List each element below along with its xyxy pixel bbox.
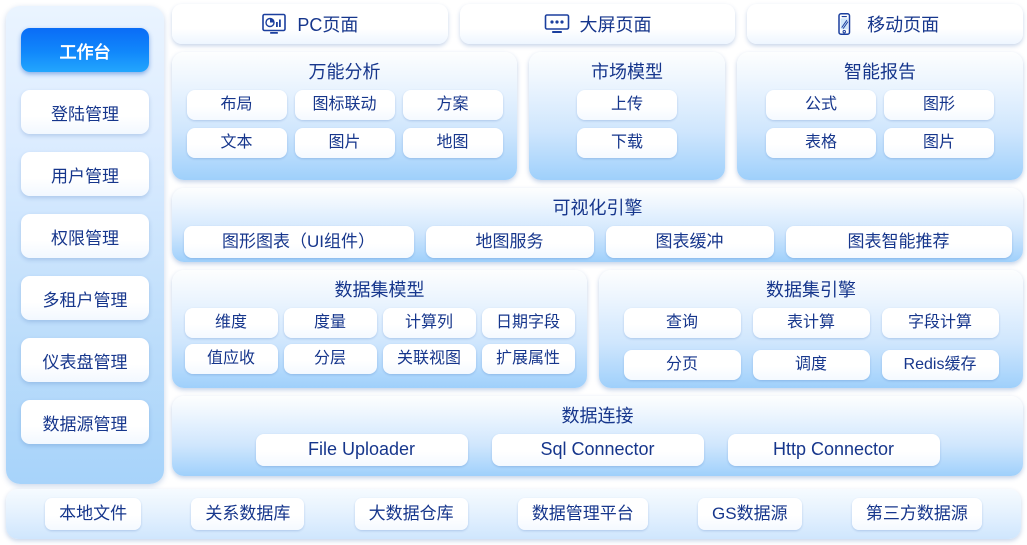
chip-related-view[interactable]: 关联视图 [382, 344, 476, 374]
panel-title: 智能报告 [844, 62, 916, 82]
datasource-bar: 本地文件 关系数据库 大数据仓库 数据管理平台 GS数据源 第三方数据源 [6, 489, 1021, 539]
sidebar-item-label: 权限管理 [51, 228, 119, 248]
chip-value-receivable[interactable]: 值应收 [184, 344, 278, 374]
sidebar-item-label: 数据源管理 [42, 414, 128, 434]
panel-market-model: 市场模型 上传 下载 [529, 52, 725, 180]
chip-local-file[interactable]: 本地文件 [45, 498, 142, 530]
panel-title: 可视化引擎 [552, 198, 643, 218]
sidebar-item-label: 多租户管理 [42, 290, 128, 310]
chip-download[interactable]: 下载 [577, 128, 677, 158]
panel-title: 数据集模型 [334, 280, 425, 300]
panel-items: 查询 表计算 字段计算 分页 调度 Redis缓存 [609, 308, 1013, 380]
chip-scheduling[interactable]: 调度 [752, 350, 870, 380]
panel-data-connection: 数据连接 File Uploader Sql Connector Http Co… [172, 396, 1023, 476]
chip-query[interactable]: 查询 [623, 308, 741, 338]
chip-file-uploader[interactable]: File Uploader [255, 434, 468, 466]
chip-relational-database[interactable]: 关系数据库 [191, 498, 305, 530]
panel-smart-report: 智能报告 公式 图形 表格 图片 [737, 52, 1023, 180]
chip-table[interactable]: 表格 [766, 128, 876, 158]
mobile-phone-icon [831, 13, 857, 35]
chip-sql-connector[interactable]: Sql Connector [491, 434, 704, 466]
panel-items: 布局 图标联动 方案 文本 图片 地图 [182, 90, 507, 158]
sidebar: 工作台 登陆管理 用户管理 权限管理 多租户管理 仪表盘管理 数据源管理 [6, 6, 164, 484]
tab-mobile-page[interactable]: 移动页面 [747, 4, 1024, 44]
sidebar-item-label: 工作台 [59, 42, 111, 62]
chip-pagination[interactable]: 分页 [623, 350, 741, 380]
panel-items: File Uploader Sql Connector Http Connect… [182, 434, 1013, 466]
big-screen-icon [544, 13, 570, 35]
application-layer-row: 万能分析 布局 图标联动 方案 文本 图片 地图 市场模型 上传 下载 智能 [172, 52, 1023, 180]
chip-ui-components[interactable]: 图形图表（UI组件） [183, 226, 414, 258]
panel-visual-engine: 可视化引擎 图形图表（UI组件） 地图服务 图表缓冲 图表智能推荐 [172, 188, 1023, 262]
chip-picture[interactable]: 图片 [884, 128, 994, 158]
panel-items: 图形图表（UI组件） 地图服务 图表缓冲 图表智能推荐 [182, 226, 1013, 258]
chip-text[interactable]: 文本 [186, 128, 287, 158]
chip-http-connector[interactable]: Http Connector [727, 434, 940, 466]
chip-measure[interactable]: 度量 [283, 308, 377, 338]
chip-map[interactable]: 地图 [402, 128, 503, 158]
chip-layout[interactable]: 布局 [186, 90, 287, 120]
panel-items: 上传 下载 [539, 90, 715, 158]
main-content: PC页面 大屏页面 [172, 4, 1024, 476]
tab-big-screen-page[interactable]: 大屏页面 [459, 4, 736, 44]
chip-table-calculation[interactable]: 表计算 [752, 308, 870, 338]
panel-items: 公式 图形 表格 图片 [747, 90, 1013, 158]
dataset-layer-row: 数据集模型 维度 度量 计算列 日期字段 值应收 分层 关联视图 扩展属性 数据… [172, 270, 1023, 388]
chip-third-party-datasource[interactable]: 第三方数据源 [851, 498, 982, 530]
chip-data-management-platform[interactable]: 数据管理平台 [517, 498, 648, 530]
sidebar-item-permission-management[interactable]: 权限管理 [21, 214, 149, 258]
sidebar-item-label: 用户管理 [51, 166, 119, 186]
chip-map-service[interactable]: 地图服务 [425, 226, 594, 258]
sidebar-item-datasource-management[interactable]: 数据源管理 [21, 400, 149, 444]
chip-hierarchy[interactable]: 分层 [283, 344, 377, 374]
sidebar-item-multi-tenant-management[interactable]: 多租户管理 [21, 276, 149, 320]
chip-extended-attribute[interactable]: 扩展属性 [481, 344, 575, 374]
sidebar-item-label: 仪表盘管理 [42, 352, 128, 372]
sidebar-item-login-management[interactable]: 登陆管理 [21, 90, 149, 134]
chip-dimension[interactable]: 维度 [184, 308, 278, 338]
sidebar-item-label: 登陆管理 [51, 104, 119, 124]
tab-pc-page[interactable]: PC页面 [172, 4, 448, 44]
page-type-tabs: PC页面 大屏页面 [172, 4, 1024, 44]
panel-title: 万能分析 [308, 62, 381, 82]
panel-items: 维度 度量 计算列 日期字段 值应收 分层 关联视图 扩展属性 [182, 308, 577, 374]
sidebar-item-workbench[interactable]: 工作台 [21, 28, 149, 72]
panel-title: 市场模型 [591, 62, 663, 82]
panel-universal-analysis: 万能分析 布局 图标联动 方案 文本 图片 地图 [172, 52, 517, 180]
chip-icon-linkage[interactable]: 图标联动 [294, 90, 395, 120]
panel-title: 数据集引擎 [766, 280, 856, 300]
chip-chart-smart-recommend[interactable]: 图表智能推荐 [785, 226, 1012, 258]
panel-dataset-model: 数据集模型 维度 度量 计算列 日期字段 值应收 分层 关联视图 扩展属性 [172, 270, 587, 388]
chip-upload[interactable]: 上传 [577, 90, 677, 120]
chip-date-field[interactable]: 日期字段 [481, 308, 575, 338]
chip-big-data-warehouse[interactable]: 大数据仓库 [354, 498, 468, 530]
sidebar-item-dashboard-management[interactable]: 仪表盘管理 [21, 338, 149, 382]
chip-field-calculation[interactable]: 字段计算 [881, 308, 999, 338]
sidebar-item-user-management[interactable]: 用户管理 [21, 152, 149, 196]
chip-scheme[interactable]: 方案 [402, 90, 503, 120]
chip-calculated-column[interactable]: 计算列 [382, 308, 476, 338]
panel-title: 数据连接 [561, 406, 634, 426]
chip-gs-datasource[interactable]: GS数据源 [698, 498, 802, 530]
chip-image[interactable]: 图片 [294, 128, 395, 158]
panel-dataset-engine: 数据集引擎 查询 表计算 字段计算 分页 调度 Redis缓存 [599, 270, 1023, 388]
chip-formula[interactable]: 公式 [766, 90, 876, 120]
chip-chart-buffer[interactable]: 图表缓冲 [605, 226, 774, 258]
chip-redis-cache[interactable]: Redis缓存 [881, 350, 999, 380]
tab-label: PC页面 [297, 15, 359, 35]
monitor-chart-icon [261, 13, 287, 35]
tab-label: 移动页面 [867, 15, 940, 35]
chip-graphic[interactable]: 图形 [884, 90, 994, 120]
tab-label: 大屏页面 [579, 15, 652, 35]
